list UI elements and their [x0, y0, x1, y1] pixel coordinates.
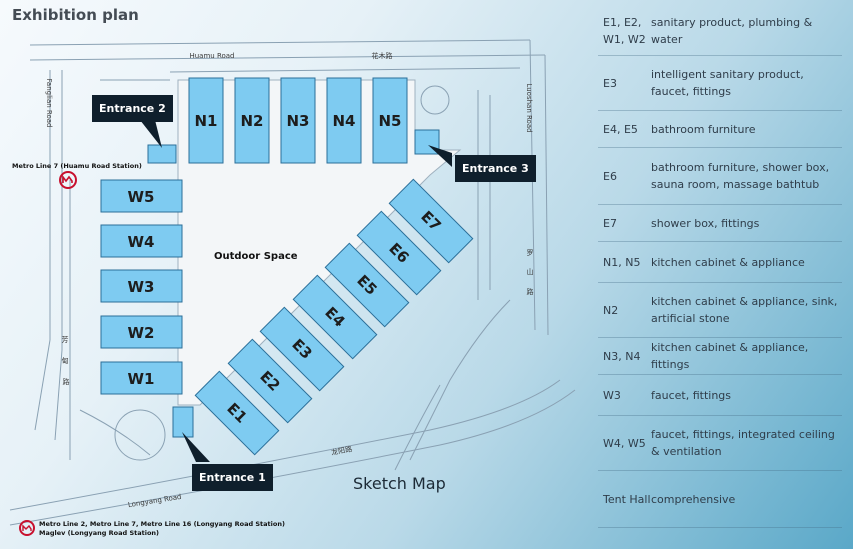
hall-e6[interactable] — [356, 210, 442, 296]
metro-station-longyang: Metro Line 2, Metro Line 7, Metro Line 1… — [39, 520, 285, 528]
metro-station-maglev: Maglev (Longyang Road Station) — [39, 529, 160, 537]
entrance-3-label[interactable]: Entrance 3 — [455, 155, 536, 182]
hall-w2[interactable] — [100, 315, 183, 349]
legend-products: faucet, fittings, integrated ceiling & v… — [651, 428, 835, 458]
legend-row: E6 bathroom furniture, shower box, sauna … — [598, 148, 842, 205]
legend-row: W4, W5 faucet, fittings, integrated ceili… — [598, 416, 842, 471]
legend-halls: W3 — [603, 388, 621, 402]
road-label-luoshan: Luoshan Road — [525, 83, 533, 132]
road-label-luoshan-cn-3: 路 — [527, 287, 534, 296]
hall-label-w1: W1 — [128, 370, 155, 388]
hall-w3[interactable] — [100, 269, 183, 303]
legend-products: bathroom furniture, shower box, sauna ro… — [651, 161, 830, 191]
legend-products: bathroom furniture — [651, 122, 756, 136]
hall-label-n2: N2 — [241, 112, 264, 130]
hall-label-n5: N5 — [379, 112, 402, 130]
legend-products: kitchen cabinet & appliance, sink, artif… — [651, 295, 838, 325]
hall-e3[interactable] — [259, 306, 345, 392]
legend-row: N2 kitchen cabinet & appliance, sink, art… — [598, 283, 842, 338]
hall-label-w3: W3 — [128, 278, 155, 296]
road-label-huamu: Huamu Road — [189, 52, 234, 60]
entrance-1-label[interactable]: Entrance 1 — [192, 464, 273, 491]
legend-row: E7 shower box, fittings — [598, 205, 842, 242]
east-halls: E1 E2 E3 E4 E5 E6 E7 — [194, 178, 474, 456]
legend-halls: E3 — [603, 76, 617, 90]
metro-icon-longyang — [19, 520, 35, 536]
hall-w4[interactable] — [100, 224, 183, 258]
hall-label-n1: N1 — [195, 112, 218, 130]
page-title: Exhibition plan — [12, 6, 139, 24]
legend-row: E4, E5 bathroom furniture — [598, 111, 842, 148]
legend-halls: W4, W5 — [603, 436, 646, 450]
sketch-map-label: Sketch Map — [353, 474, 446, 493]
west-halls: W5 W4 W3 W2 W1 — [100, 179, 183, 395]
road-label-fanglian-cn-2: 甸 — [62, 356, 69, 365]
entrance3-pointer — [428, 145, 452, 167]
plaza-circle — [114, 409, 166, 461]
legend-row: W3 faucet, fittings — [598, 375, 842, 416]
road-label-huamu-cn: 花木路 — [372, 51, 393, 60]
entrance2-pointer — [140, 120, 162, 148]
hall-w5[interactable] — [100, 179, 183, 213]
hall-e1[interactable] — [194, 370, 280, 456]
legend-products: intelligent sanitary product, faucet, fi… — [651, 68, 804, 98]
road-label-fanglian-cn-3: 路 — [63, 377, 70, 386]
road-label-longyang-cn: 龙阳路 — [330, 444, 352, 457]
legend-products: kitchen cabinet & appliance, fittings — [651, 341, 809, 371]
legend-halls: E7 — [603, 216, 617, 230]
north-halls: N1 N2 N3 N4 N5 — [188, 77, 408, 164]
road-label-luoshan-cn-1: 罗 — [527, 249, 534, 257]
legend-products: shower box, fittings — [651, 216, 760, 230]
hall-n4[interactable] — [326, 77, 362, 164]
legend-row: N3, N4 kitchen cabinet & appliance, fitti… — [598, 338, 842, 375]
hall-label-n3: N3 — [287, 112, 310, 130]
hall-label-w5: W5 — [128, 188, 155, 206]
legend-products: faucet, fittings — [651, 388, 732, 402]
hall-label-w2: W2 — [128, 324, 155, 342]
road-label-fanglian: Fanglian Road — [45, 79, 53, 128]
road-label-luoshan-cn-2: 山 — [527, 267, 534, 276]
entrance1-pointer — [182, 432, 210, 462]
metro-station-huamu: Metro Line 7 (Huamu Road Station) — [12, 162, 142, 170]
legend-halls: N2 — [603, 303, 619, 317]
hall-n2[interactable] — [234, 77, 270, 164]
legend-products: comprehensive — [651, 492, 736, 506]
legend-products: kitchen cabinet & appliance — [651, 255, 805, 269]
road-lines — [9, 39, 576, 526]
hall-n5[interactable] — [372, 77, 408, 164]
legend-halls: N3, N4 — [603, 349, 641, 363]
hall-e4[interactable] — [292, 274, 378, 360]
legend-halls: E6 — [603, 169, 617, 183]
hall-e7[interactable] — [388, 178, 474, 264]
hall-e2[interactable] — [227, 338, 313, 424]
legend-row: E3 intelligent sanitary product, faucet, … — [598, 56, 842, 111]
outdoor-space-label: Outdoor Space — [214, 251, 298, 262]
road-label-fanglian-cn-1: 芳 — [62, 335, 69, 344]
entrance-2-label[interactable]: Entrance 2 — [92, 95, 173, 122]
legend-products: sanitary product, plumbing & water — [651, 15, 813, 46]
hall-w1[interactable] — [100, 361, 183, 395]
metro-icon-huamu — [59, 171, 77, 189]
hall-label-w4: W4 — [128, 233, 155, 251]
roundabout — [420, 85, 450, 115]
entrance1-gate — [172, 406, 194, 438]
hall-n1[interactable] — [188, 77, 224, 164]
entrance2-gate — [147, 144, 177, 164]
legend-halls: N1, N5 — [603, 255, 641, 269]
legend-halls: E1, E2, W1, W2 — [603, 15, 646, 46]
road-label-longyang: Longyang Road — [127, 493, 182, 509]
hall-label-n4: N4 — [333, 112, 356, 130]
legend-row: N1, N5 kitchen cabinet & appliance — [598, 242, 842, 283]
hall-e5[interactable] — [324, 242, 410, 328]
hall-n3[interactable] — [280, 77, 316, 164]
legend-halls: Tent Hall — [603, 492, 651, 506]
legend-halls: E4, E5 — [603, 122, 638, 136]
